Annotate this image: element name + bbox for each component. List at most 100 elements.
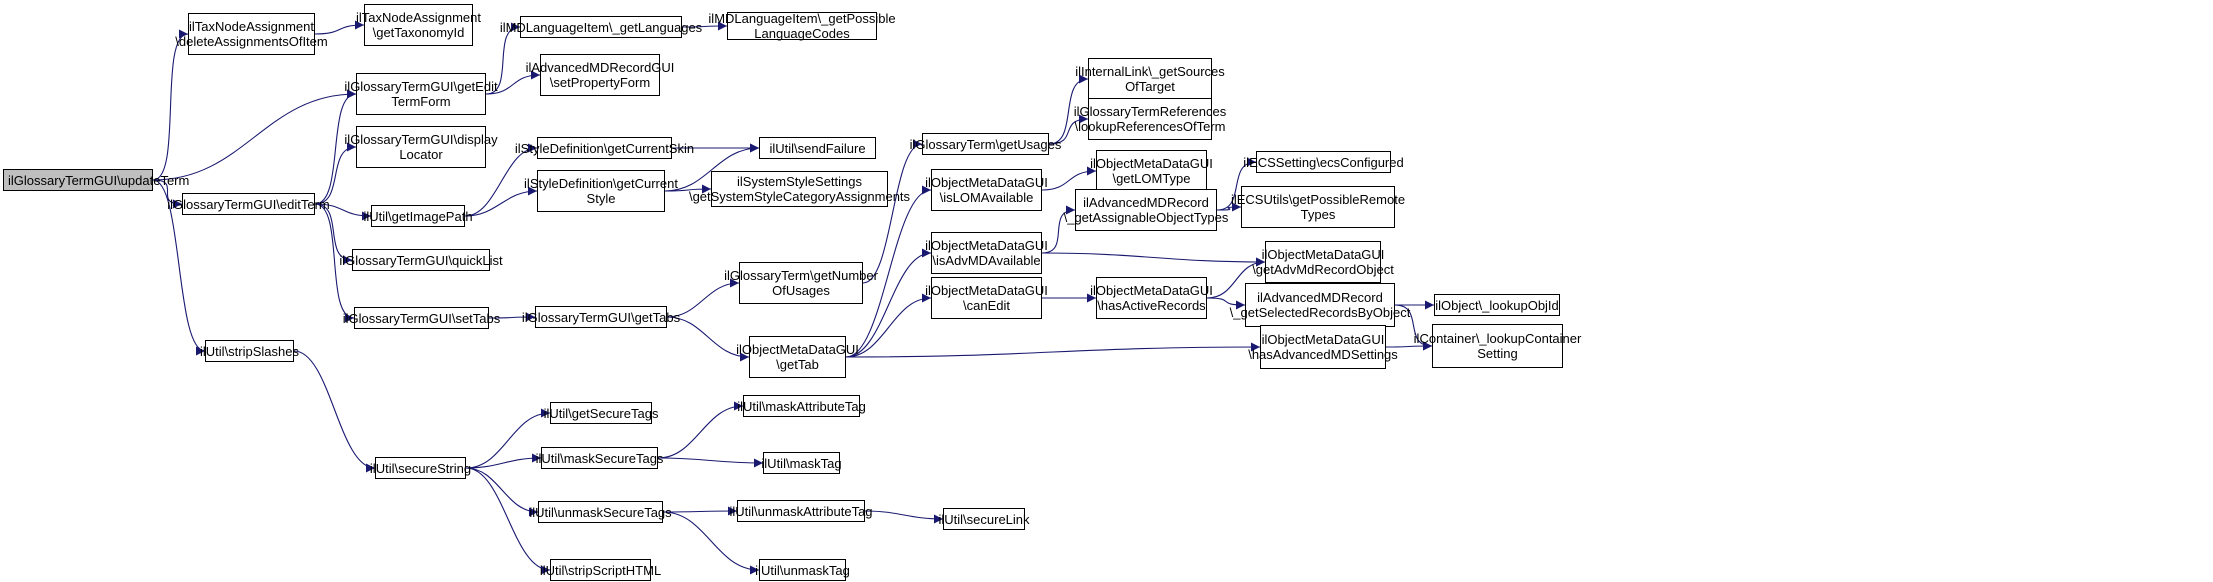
edge-editTerm-to-displayLocator xyxy=(314,142,357,205)
node-get-selected-records-by-object[interactable]: ilAdvancedMDRecord\_getSelectedRecordsBy… xyxy=(1230,283,1410,327)
node-get-image-path[interactable]: ilUtil\getImagePath xyxy=(363,205,473,227)
node-get-lomtype[interactable]: ilObjectMetaDataGUI\getLOMType xyxy=(1090,150,1213,192)
node-label-line: ilStyleDefinition\getCurrentSkin xyxy=(514,140,695,156)
node-label-line: ilObjectMetaDataGUI xyxy=(925,283,1048,298)
node-has-active-records[interactable]: ilObjectMetaDataGUI\hasActiveRecords xyxy=(1090,277,1213,319)
edge-editTerm-to-setTabs xyxy=(314,203,355,323)
node-is-adv-mdavailable[interactable]: ilObjectMetaDataGUI\isAdvMDAvailable xyxy=(925,232,1048,274)
node-label-line: ilUtil\stripScriptHTML xyxy=(539,562,662,578)
edge-updateTerm-to-editTerm xyxy=(152,179,183,209)
node-label-line: ilUtil\secureString xyxy=(369,460,472,476)
node-label-line: ilTaxNodeAssignment xyxy=(189,19,315,34)
node-label-line: \lookupReferencesOfTerm xyxy=(1074,119,1226,134)
node-label-line: ilAdvancedMDRecord xyxy=(1083,195,1209,210)
node-strip-script-html[interactable]: ilUtil\stripScriptHTML xyxy=(540,559,661,581)
node-label-line: ilContainer\_lookupContainer xyxy=(1413,331,1582,346)
node-label-line: Types xyxy=(1300,207,1336,222)
node-label-line: ilObjectMetaDataGUI xyxy=(736,342,859,357)
node-get-taxonomy-id[interactable]: ilTaxNodeAssignment\getTaxonomyId xyxy=(356,4,481,46)
edge-getAssignableObjectTypes-to-getPossibleRemoteTypes xyxy=(1216,202,1242,212)
node-label-line: ilObjectMetaDataGUI xyxy=(1090,156,1213,171)
node-get-assignable-object-types[interactable]: ilAdvancedMDRecord\_getAssignableObjectT… xyxy=(1064,189,1228,231)
edge-unmaskAttributeTag-to-secureLink xyxy=(864,510,944,524)
node-label-line: \hasActiveRecords xyxy=(1097,298,1206,313)
node-lookup-obj-id[interactable]: ilObject\_lookupObjId xyxy=(1434,294,1560,316)
node-get-usages[interactable]: ilGlossaryTerm\getUsages xyxy=(910,133,1061,155)
node-label-line: \_getSelectedRecordsByObject xyxy=(1229,305,1411,320)
node-get-languages[interactable]: ilMDLanguageItem\_getLanguages xyxy=(500,16,702,38)
edge-updateTerm-to-getEditTermForm xyxy=(152,89,357,181)
node-label-line: ilMDLanguageItem\_getPossible xyxy=(708,11,896,26)
node-secure-link[interactable]: ilUtil\secureLink xyxy=(938,508,1030,530)
node-label-line: ilUtil\secureLink xyxy=(938,511,1030,527)
node-update-term[interactable]: ilGlossaryTermGUI\updateTerm xyxy=(3,169,189,191)
node-label-line: Setting xyxy=(1477,346,1518,361)
node-get-adv-md-record-object[interactable]: ilObjectMetaDataGUI\getAdvMdRecordObject xyxy=(1252,241,1394,283)
edge-isLOMAvailable-to-getLOMType xyxy=(1041,166,1097,191)
node-unmask-attribute-tag[interactable]: ilUtil\unmaskAttributeTag xyxy=(729,500,873,522)
node-label-line: \_getAssignableObjectTypes xyxy=(1063,210,1229,225)
node-label-line: ilUtil\stripSlashes xyxy=(200,343,299,359)
node-label-line: ilMDLanguageItem\_getLanguages xyxy=(499,19,703,35)
node-has-advanced-mdsettings[interactable]: ilObjectMetaDataGUI\hasAdvancedMDSetting… xyxy=(1248,325,1398,369)
edge-getTab-to-canEdit xyxy=(845,293,932,358)
node-can-edit[interactable]: ilObjectMetaDataGUI\canEdit xyxy=(925,277,1048,319)
edge-getTabs-to-getTab xyxy=(666,316,750,362)
node-label-line: ilUtil\maskAttributeTag xyxy=(737,398,866,414)
edge-getEditTermForm-to-setPropertyForm xyxy=(485,70,541,95)
node-label-line: ilGlossaryTermReferences xyxy=(1073,104,1227,119)
node-unmask-tag[interactable]: ilUtil\unmaskTag xyxy=(755,559,850,581)
node-set-tabs[interactable]: ilGlossaryTermGUI\setTabs xyxy=(343,307,500,329)
node-unmask-secure-tags[interactable]: ilUtil\unmaskSecureTags xyxy=(529,501,672,523)
node-label-line: ilObjectMetaDataGUI xyxy=(925,238,1048,253)
node-label-line: OfUsages xyxy=(772,283,830,298)
node-label-line: ilTaxNodeAssignment xyxy=(356,10,482,25)
node-edit-term[interactable]: ilGlossaryTermGUI\editTerm xyxy=(167,193,330,215)
edge-hasAdvancedMDSettings-to-lookupContainerSetting xyxy=(1385,341,1433,351)
node-set-property-form[interactable]: ilAdvancedMDRecordGUI\setPropertyForm xyxy=(526,54,674,96)
node-label-line: ilGlossaryTerm\getUsages xyxy=(909,136,1062,152)
edge-maskSecureTags-to-maskAttributeTag xyxy=(657,401,744,459)
node-is-lomavailable[interactable]: ilObjectMetaDataGUI\isLOMAvailable xyxy=(925,169,1048,211)
edge-secureString-to-stripScriptHTML xyxy=(465,467,551,575)
node-mask-secure-tags[interactable]: ilUtil\maskSecureTags xyxy=(536,447,663,469)
edge-unmaskSecureTags-to-unmaskTag xyxy=(662,511,760,575)
node-label-line: \setPropertyForm xyxy=(549,75,651,90)
edge-getTabs-to-getNumberOfUsages xyxy=(666,278,740,318)
node-label-line: OfTarget xyxy=(1125,79,1175,94)
edge-getAssignableObjectTypes-to-ecsConfigured xyxy=(1216,157,1257,211)
node-get-secure-tags[interactable]: ilUtil\getSecureTags xyxy=(544,402,658,424)
node-delete-assignments[interactable]: ilTaxNodeAssignment\deleteAssignmentsOfI… xyxy=(175,13,328,55)
node-mask-attribute-tag[interactable]: ilUtil\maskAttributeTag xyxy=(737,395,866,417)
node-send-failure[interactable]: ilUtil\sendFailure xyxy=(759,137,876,159)
node-get-tabs[interactable]: ilGlossaryTermGUI\getTabs xyxy=(522,306,680,328)
edge-getCurrentStyle-to-getSystemStyleCategoryAssignments xyxy=(664,184,712,194)
node-label-line: \isAdvMDAvailable xyxy=(932,253,1041,268)
node-strip-slashes[interactable]: ilUtil\stripSlashes xyxy=(200,340,299,362)
node-mask-tag[interactable]: ilUtil\maskTag xyxy=(761,452,842,474)
node-get-tab[interactable]: ilObjectMetaDataGUI\getTab xyxy=(736,336,859,378)
edge-maskSecureTags-to-maskTag xyxy=(657,457,764,468)
node-label-line: ilUtil\maskTag xyxy=(761,455,842,471)
edge-updateTerm-to-deleteAssignments xyxy=(152,29,189,181)
node-label-line: \getTab xyxy=(776,357,819,372)
node-lookup-references-of-term[interactable]: ilGlossaryTermReferences\lookupReference… xyxy=(1074,98,1226,140)
node-label-line: \deleteAssignmentsOfItem xyxy=(175,34,328,49)
node-ecs-configured[interactable]: ilECSSetting\ecsConfigured xyxy=(1243,151,1404,173)
edge-getTab-to-hasAdvancedMDSettings xyxy=(845,342,1261,358)
node-get-current-skin[interactable]: ilStyleDefinition\getCurrentSkin xyxy=(515,137,694,159)
node-secure-string[interactable]: ilUtil\secureString xyxy=(370,457,471,479)
node-get-system-style-category-assignments[interactable]: ilSystemStyleSettings\getSystemStyleCate… xyxy=(689,171,910,207)
node-label-line: ilUtil\maskSecureTags xyxy=(535,450,664,466)
node-quick-list[interactable]: ilGlossaryTermGUI\quickList xyxy=(339,249,503,271)
node-label-line: \getLOMType xyxy=(1112,171,1191,186)
